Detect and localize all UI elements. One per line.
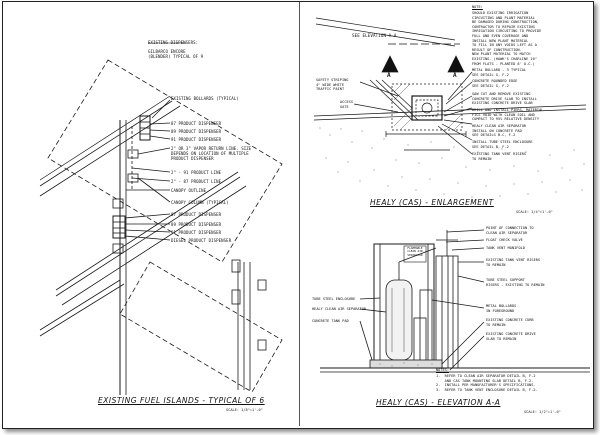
- label-access-gate: ACCESS GATE: [340, 100, 353, 109]
- canopy-outline-lower: [119, 261, 283, 393]
- label-drill-install-piers: DRILL AND INSTALL PIERS, MATERIAL FILL V…: [472, 108, 544, 122]
- label-tank-vent-manifold: TANK VENT MANIFOLD: [486, 246, 525, 250]
- label-87-dispenser-top: 87 PRODUCT DISPENSER: [171, 121, 222, 126]
- label-healy-separator: HEALY CLEAN AIR SEPARATOR INSTALL ON CON…: [472, 124, 527, 138]
- label-existing-concrete-curb: EXISTING CONCRETE CURB TO REMAIN: [486, 318, 534, 327]
- label-91-product-line: 2" - 91 PRODUCT LINE: [171, 170, 222, 175]
- label-existing-drive-slab: EXISTING CONCRETE DRIVE SLAB TO REMAIN: [486, 332, 536, 341]
- section-marker-left: A: [387, 72, 391, 79]
- tank-sign-text: FLAMMABLE CLEAN AIR SEPARATOR: [407, 246, 423, 257]
- note-line: IRRIGATION CIRCUITING TO PROVIDE: [472, 29, 542, 34]
- label-tank-vent-risers: EXISTING TANK VENT RISERS TO REMAIN: [472, 152, 527, 161]
- label-tube-steel-enclosure: INSTALL TUBE STEEL ENCLOSURE SEE DETAIL …: [472, 140, 533, 149]
- label-91-dispenser-top: 91 PRODUCT DISPENSER: [171, 137, 222, 142]
- label-point-of-connection: POINT OF CONNECTION TO CLEAN AIR SEPARAT…: [486, 226, 534, 235]
- note-line: BE DAMAGED DURING CONSTRUCTION,: [472, 20, 540, 25]
- label-safety-striping: SAFETY STRIPING 4" WIDE WHITE TRAFFIC PA…: [316, 78, 349, 92]
- elevation-note-line: AND CAS TANK MOUNTING SLAB DETAIL B, F-2…: [436, 378, 534, 383]
- label-canopy-column: CANOPY COLUMN (TYPICAL): [171, 200, 229, 205]
- label-float-check-valve: FLOAT CHECK VALVE: [486, 238, 523, 242]
- note-line: SHOULD EXISTING IRRIGATION: [472, 11, 529, 15]
- label-diesel-dispenser: DIESEL PRODUCT DISPENSER: [171, 238, 232, 243]
- elevation-title: HEALY (CAS) - ELEVATION A-A: [376, 398, 501, 407]
- left-panel-title: EXISTING FUEL ISLANDS - TYPICAL OF 6: [98, 396, 265, 405]
- label-existing-vent-risers: EXISTING TANK VENT RISERS TO REMAIN: [486, 258, 541, 267]
- label-metal-bollards-foreground: METAL BOLLARDS IN FOREGROUND: [486, 304, 517, 313]
- label-89-dispenser-bottom: 89 PRODUCT DISPENSER: [171, 222, 222, 227]
- elevation-note-line: 2. INSTALL PER MANUFACTURER'S SPECIFICAT…: [436, 383, 536, 388]
- label-metal-bollard: METAL BOLLARD - 3 TYPICAL SEE DETAIL G, …: [472, 68, 527, 77]
- panel-divider: [299, 2, 300, 426]
- elevation-note-line: 3. REFER TO TANK VENT ENCLOSURE DETAIL B…: [436, 387, 538, 392]
- note-line: CONTRACTOR TO REPAIR EXISTING: [472, 24, 535, 29]
- label-existing-bollards: EXISTING BOLLARDS (TYPICAL): [171, 96, 239, 101]
- elevation-tag: SEE ELEVATION A-A: [352, 33, 397, 38]
- label-canopy-outline: CANOPY OUTLINE: [171, 188, 207, 193]
- label-concrete-rounded-edge: CONCRETE ROUNDED EDGE SEE DETAIL G, F-2: [472, 79, 518, 88]
- existing-dispensers-count: (BLENDER) TYPICAL OF 9: [148, 54, 204, 59]
- elevation-notes-heading: NOTES:: [436, 368, 449, 372]
- elevation-notes: 1. REFER TO CLEAN AIR SEPARATOR DETAIL B…: [436, 374, 538, 392]
- note-line: EXISTING. (HAWK'S CHARLINE 10": [472, 56, 537, 61]
- elevation-note-line: 1. REFER TO CLEAN AIR SEPARATOR DETAIL B…: [436, 374, 536, 378]
- label-tube-steel-support: TUBE STEEL SUPPORT RISERS - EXISTING TO …: [486, 278, 545, 287]
- label-89-dispenser-top: 89 PRODUCT DISPENSER: [171, 129, 222, 134]
- section-marker-right: A: [453, 72, 457, 79]
- note-heading: NOTE:: [472, 5, 483, 9]
- label-vapor-return-line: 2" OR 3" VAPOR RETURN LINE. SIZE DEPENDS…: [171, 146, 252, 161]
- label-87-dispenser-bottom: 87 PRODUCT DISPENSER: [171, 212, 222, 217]
- label-healy-separator-elev: HEALY CLEAN AIR SEPARATOR: [312, 307, 367, 311]
- label-91-dispenser-bottom: 91 PRODUCT DISPENSER: [171, 230, 222, 235]
- label-tube-steel-enclosure-elev: TUBE STEEL ENCLOSURE: [312, 297, 356, 301]
- note-line: INSTALL NEW PLANT MATERIAL: [472, 38, 529, 43]
- note-line: RESULT OF CONSTRUCTION.: [472, 47, 522, 52]
- note-line: FULL AND EVEN COVERAGE AND: [472, 33, 529, 38]
- label-concrete-tank-pad: CONCRETE TANK PAD: [312, 319, 349, 323]
- existing-dispensers-header: EXISTING DISPENSERS:: [148, 40, 199, 45]
- enlargement-scale: SCALE: 1/4"=1'-0": [516, 210, 553, 214]
- left-panel-scale: SCALE: 1/8"=1'-0": [226, 408, 263, 412]
- note-line: FROM FLATS - PLANTED 8' O.C.): [472, 61, 535, 66]
- note-line: NEW PLANT MATERIAL TO MATCH: [472, 52, 531, 57]
- enlargement-title: HEALY (CAS) - ENLARGEMENT: [370, 198, 494, 207]
- label-87-product-line: 2" - 87 PRODUCT LINE: [171, 179, 222, 184]
- note-line: TO FILL IN ANY VOIDS LEFT AS A: [472, 43, 537, 48]
- elevation-scale: SCALE: 1/2"=1'-0": [524, 410, 561, 414]
- note-line: CIRCUITING AND PLANT MATERIAL: [472, 15, 535, 20]
- label-saw-cut: SAW CUT AND REMOVE EXISTING CONCRETE DRI…: [472, 92, 537, 106]
- existing-dispensers-model: GILBARCO ENCORE: [148, 49, 186, 54]
